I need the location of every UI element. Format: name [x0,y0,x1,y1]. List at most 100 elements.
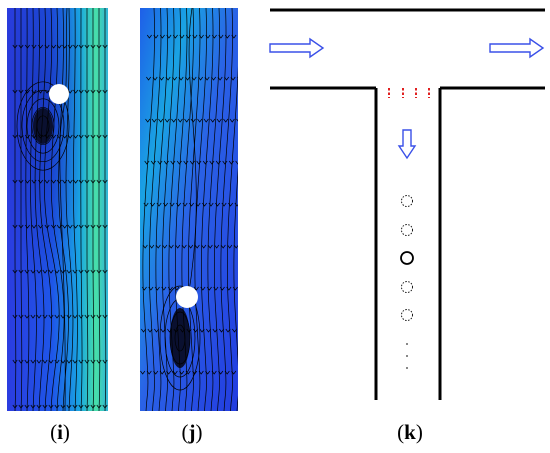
streamline-arrow [54,359,60,364]
streamline-arrow [221,202,227,207]
ghost-circle-icon [401,195,413,207]
streamline-arrow [161,286,167,291]
streamline-arrow [67,224,73,229]
streamline-arrow [210,118,216,123]
streamline-arrow [163,202,169,207]
streamline-arrow [102,359,108,364]
streamline-arrow [181,244,187,249]
streamline [181,8,194,411]
streamline-arrow [162,244,168,249]
streamline-arrow [219,328,225,333]
streamline-arrow [42,404,48,409]
streamline-arrow [90,359,96,364]
streamline-arrow [102,269,108,274]
streamlines [12,8,108,411]
streamline-arrow [48,269,54,274]
streamline-arrow [198,34,204,39]
streamline-arrow [179,34,185,39]
streamline [233,166,238,411]
streamline-arrow [224,34,230,39]
vortex-streamline [21,90,65,162]
streamline-arrow [200,286,206,291]
streamline-arrow [223,118,229,123]
streamline-arrow [153,34,159,39]
streamline [175,8,188,411]
vortex-streamline [164,298,196,378]
streamline-arrow [78,179,84,184]
streamline-arrow [31,89,37,94]
particle [49,84,69,104]
streamline-arrow [215,202,221,207]
caption-j: (j) [181,420,203,444]
streamline-arrow [224,370,230,375]
streamline-arrow [72,404,78,409]
streamline [86,8,89,411]
streamline-arrow [60,269,66,274]
streamline-arrow [174,286,180,291]
streamline-arrow [214,244,220,249]
streamline-arrow [24,179,30,184]
streamline-arrow [211,34,217,39]
streamline-arrow [208,202,214,207]
streamline-arrow [141,286,147,291]
streamline-arrow [36,404,42,409]
streamline-arrow [167,328,173,333]
ghost-circle-icon [401,224,413,236]
streamline-arrow [60,359,66,364]
streamline-arrow [172,370,178,375]
streamline [65,8,74,411]
streamline-arrow [216,118,222,123]
streamline-arrow [143,202,149,207]
streamline [207,8,220,411]
streamline-arrow [141,328,147,333]
streamline-arrow [96,89,102,94]
streamlines [140,8,238,411]
streamline-arrow [157,160,163,165]
streamline-arrow [232,286,238,291]
streamline-arrow [159,370,165,375]
streamline-arrow [90,134,96,139]
streamline-arrow [233,244,238,249]
streamline-arrow [229,118,235,123]
vortex-streamline [36,115,50,137]
streamline-arrow [38,179,44,184]
streamline-arrow [231,370,237,375]
streamline-arrow [102,224,108,229]
flow-panel-j [140,8,238,411]
streamline-arrow [31,224,37,229]
streamline-arrow [78,89,84,94]
streamline-arrow [190,118,196,123]
streamline-arrow [178,76,184,81]
streamline [214,8,227,411]
streamline-arrow [12,44,18,49]
streamline-arrow [78,359,84,364]
streamline-arrow [96,404,102,409]
streamline-arrow [173,328,179,333]
streamline-arrow [219,286,225,291]
streamline-arrow [171,118,177,123]
continuation-dots [406,343,408,369]
streamline-arrow [44,44,50,49]
streamline-arrow [18,269,24,274]
streamline [227,65,238,411]
streamline-arrow [18,179,24,184]
streamline-arrow [149,244,155,249]
streamline-arrow [18,44,24,49]
streamline-arrow [175,244,181,249]
streamline-arrow [231,34,237,39]
streamline-arrow [73,44,79,49]
streamline-arrow [102,404,108,409]
streamline-arrow [96,314,102,319]
streamline-arrow [84,404,90,409]
streamline-arrow [42,314,48,319]
streamline-arrow [30,359,36,364]
streamline-arrow [60,404,66,409]
streamline-arrow [102,134,108,139]
streamline-arrow [36,269,42,274]
streamline-arrow [56,44,62,49]
streamline-arrow [228,160,234,165]
streamline-arrow [90,179,96,184]
streamline [149,8,162,411]
streamline-arrow [165,76,171,81]
streamline-arrow [147,328,153,333]
